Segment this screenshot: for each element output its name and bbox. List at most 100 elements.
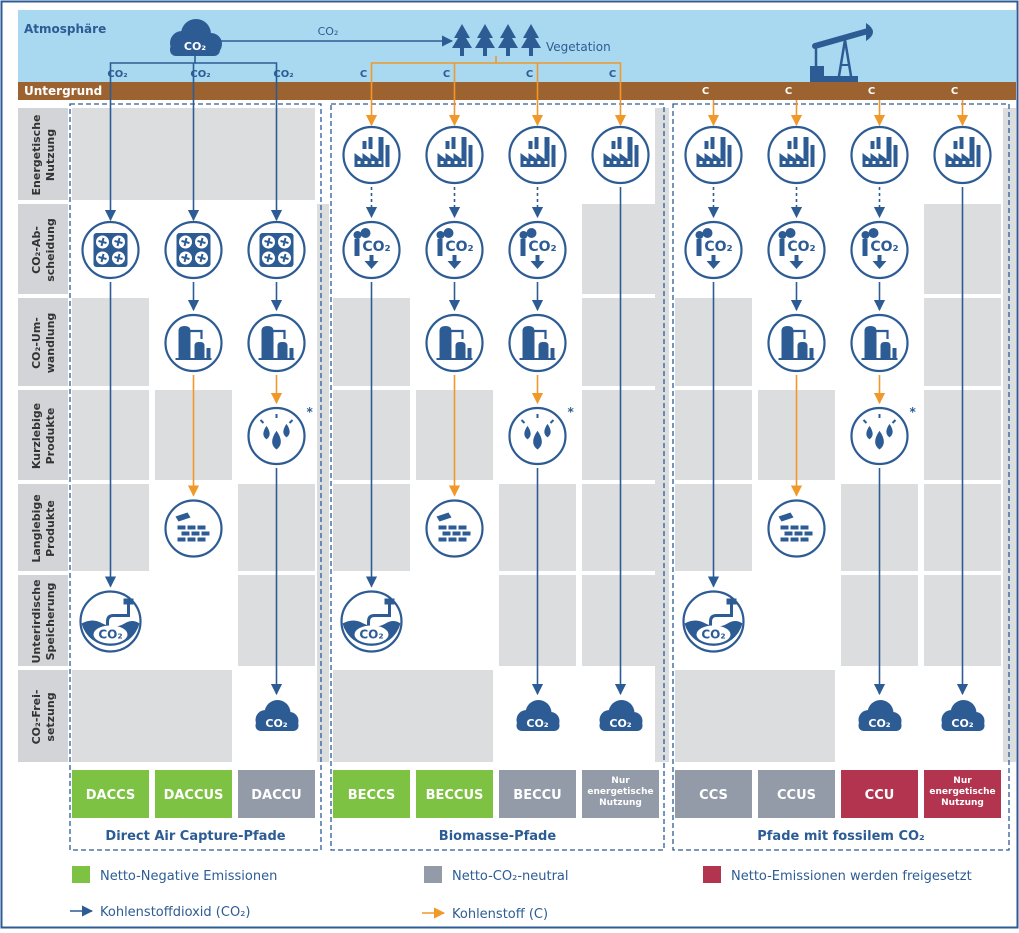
path-label-box — [416, 770, 493, 818]
co2-release-cloud-icon: CO₂ — [941, 700, 985, 731]
c-feed-label: C — [702, 86, 709, 97]
co2-capture-icon: CO₂ — [684, 220, 743, 280]
path-label-text: energetische — [587, 787, 653, 797]
co2-capture-label: CO₂ — [870, 239, 898, 255]
path-label-box — [499, 770, 576, 818]
grid-cell — [758, 575, 835, 666]
release-co2-label: CO₂ — [951, 717, 973, 730]
ground-label: Untergrund — [24, 84, 102, 98]
grid-edge-strip — [655, 108, 669, 762]
underground-storage-icon: CO₂ — [682, 590, 745, 653]
path-label-box — [155, 770, 232, 818]
co2-feed-label: CO₂ — [190, 69, 210, 80]
path-label-box — [333, 770, 410, 818]
group-title: Direct Air Capture-Pfade — [105, 829, 285, 844]
path-label-text: CCS — [699, 788, 728, 803]
path-label-text: Nur — [953, 776, 972, 786]
row-header-bg — [18, 204, 68, 294]
conversion-plant-icon — [164, 313, 223, 373]
grid-cell — [416, 575, 493, 666]
row-header-text: Nutzung — [44, 129, 57, 181]
path-label-text: DACCU — [251, 788, 302, 803]
grid-cell-merged — [72, 670, 232, 762]
group-box — [69, 103, 322, 851]
row-header-text: scheidung — [44, 218, 57, 282]
legend-swatch — [424, 866, 442, 883]
grid-cell-merged — [675, 670, 835, 762]
release-co2-label: CO₂ — [265, 717, 287, 730]
short-lived-products-drops-icon: * — [247, 405, 314, 466]
atmosphere-co2-cloud-icon: CO₂ — [170, 19, 222, 56]
path-label-text: CCUS — [777, 788, 816, 803]
conversion-plant-icon — [508, 313, 567, 373]
direct-air-capture-fan-icon — [81, 220, 140, 280]
co2-capture-icon: CO₂ — [767, 220, 826, 280]
path-label-text: BECCS — [348, 788, 395, 803]
row-header-text: Kurzlebige — [30, 403, 43, 469]
group-title: Pfade mit fossilem CO₂ — [757, 829, 925, 844]
atmosphere-band — [18, 10, 1016, 82]
product-footnote-star: * — [910, 405, 917, 419]
legend-text: Kohlenstoff (C) — [452, 907, 548, 922]
c-feed-label: C — [609, 69, 616, 80]
icon-ring — [850, 313, 909, 373]
row-header-text: Langlebige — [30, 494, 43, 562]
path-label-box — [924, 770, 1001, 818]
c-feed-line — [370, 56, 497, 100]
release-co2-label: CO₂ — [609, 717, 631, 730]
conversion-plant-icon — [767, 313, 826, 373]
row-header-text: Speicherung — [44, 583, 57, 661]
co2-capture-label: CO₂ — [528, 239, 556, 255]
row-header-bg — [18, 390, 68, 480]
row-header-text: Produkte — [44, 408, 57, 465]
row-header-label: CO₂-Frei-setzung — [30, 690, 57, 745]
path-label-text: DACCS — [86, 788, 136, 803]
factory-icon — [684, 125, 743, 185]
row-header-bg — [18, 298, 68, 386]
row-header-bg — [18, 575, 68, 666]
storage-co2-label: CO₂ — [98, 628, 122, 642]
path-label-text: Nur — [611, 776, 630, 786]
co2-capture-label: CO₂ — [362, 239, 390, 255]
icon-ring — [164, 313, 223, 373]
storage-co2-label: CO₂ — [701, 628, 725, 642]
path-label-box — [841, 770, 918, 818]
icon-ring — [247, 313, 306, 373]
co2-release-cloud-icon: CO₂ — [516, 700, 560, 731]
co2-release-cloud-icon: CO₂ — [255, 700, 299, 731]
path-label-text: BECCUS — [426, 788, 484, 803]
path-label-text: energetische — [929, 787, 995, 797]
c-feed-label: C — [360, 69, 367, 80]
long-lived-products-bricks-icon — [767, 499, 826, 558]
conversion-plant-icon — [247, 313, 306, 373]
icon-ring — [767, 313, 826, 373]
co2-to-vegetation-label: CO₂ — [318, 25, 339, 38]
vegetation-label: Vegetation — [546, 40, 611, 54]
factory-icon — [342, 125, 401, 185]
direct-air-capture-fan-icon — [247, 220, 306, 280]
co2-capture-icon: CO₂ — [342, 220, 401, 280]
storage-co2-label: CO₂ — [359, 628, 383, 642]
path-label-text: CCU — [865, 788, 895, 803]
grid-cell-merged — [333, 670, 493, 762]
c-feed-label: C — [526, 69, 533, 80]
direct-air-capture-fan-icon — [164, 220, 223, 280]
row-header-text: CO₂-Um- — [30, 317, 43, 369]
product-footnote-star: * — [307, 405, 314, 419]
path-label-text: DACCUS — [164, 788, 224, 803]
row-header-bg — [18, 484, 68, 571]
factory-icon — [767, 125, 826, 185]
row-header-bg — [18, 108, 68, 200]
co2-capture-label: CO₂ — [787, 239, 815, 255]
grid-edge-strip — [317, 204, 329, 762]
path-label-box — [72, 770, 149, 818]
row-header-label: CO₂-Ab-scheidung — [30, 218, 57, 282]
group-box — [672, 103, 1010, 851]
